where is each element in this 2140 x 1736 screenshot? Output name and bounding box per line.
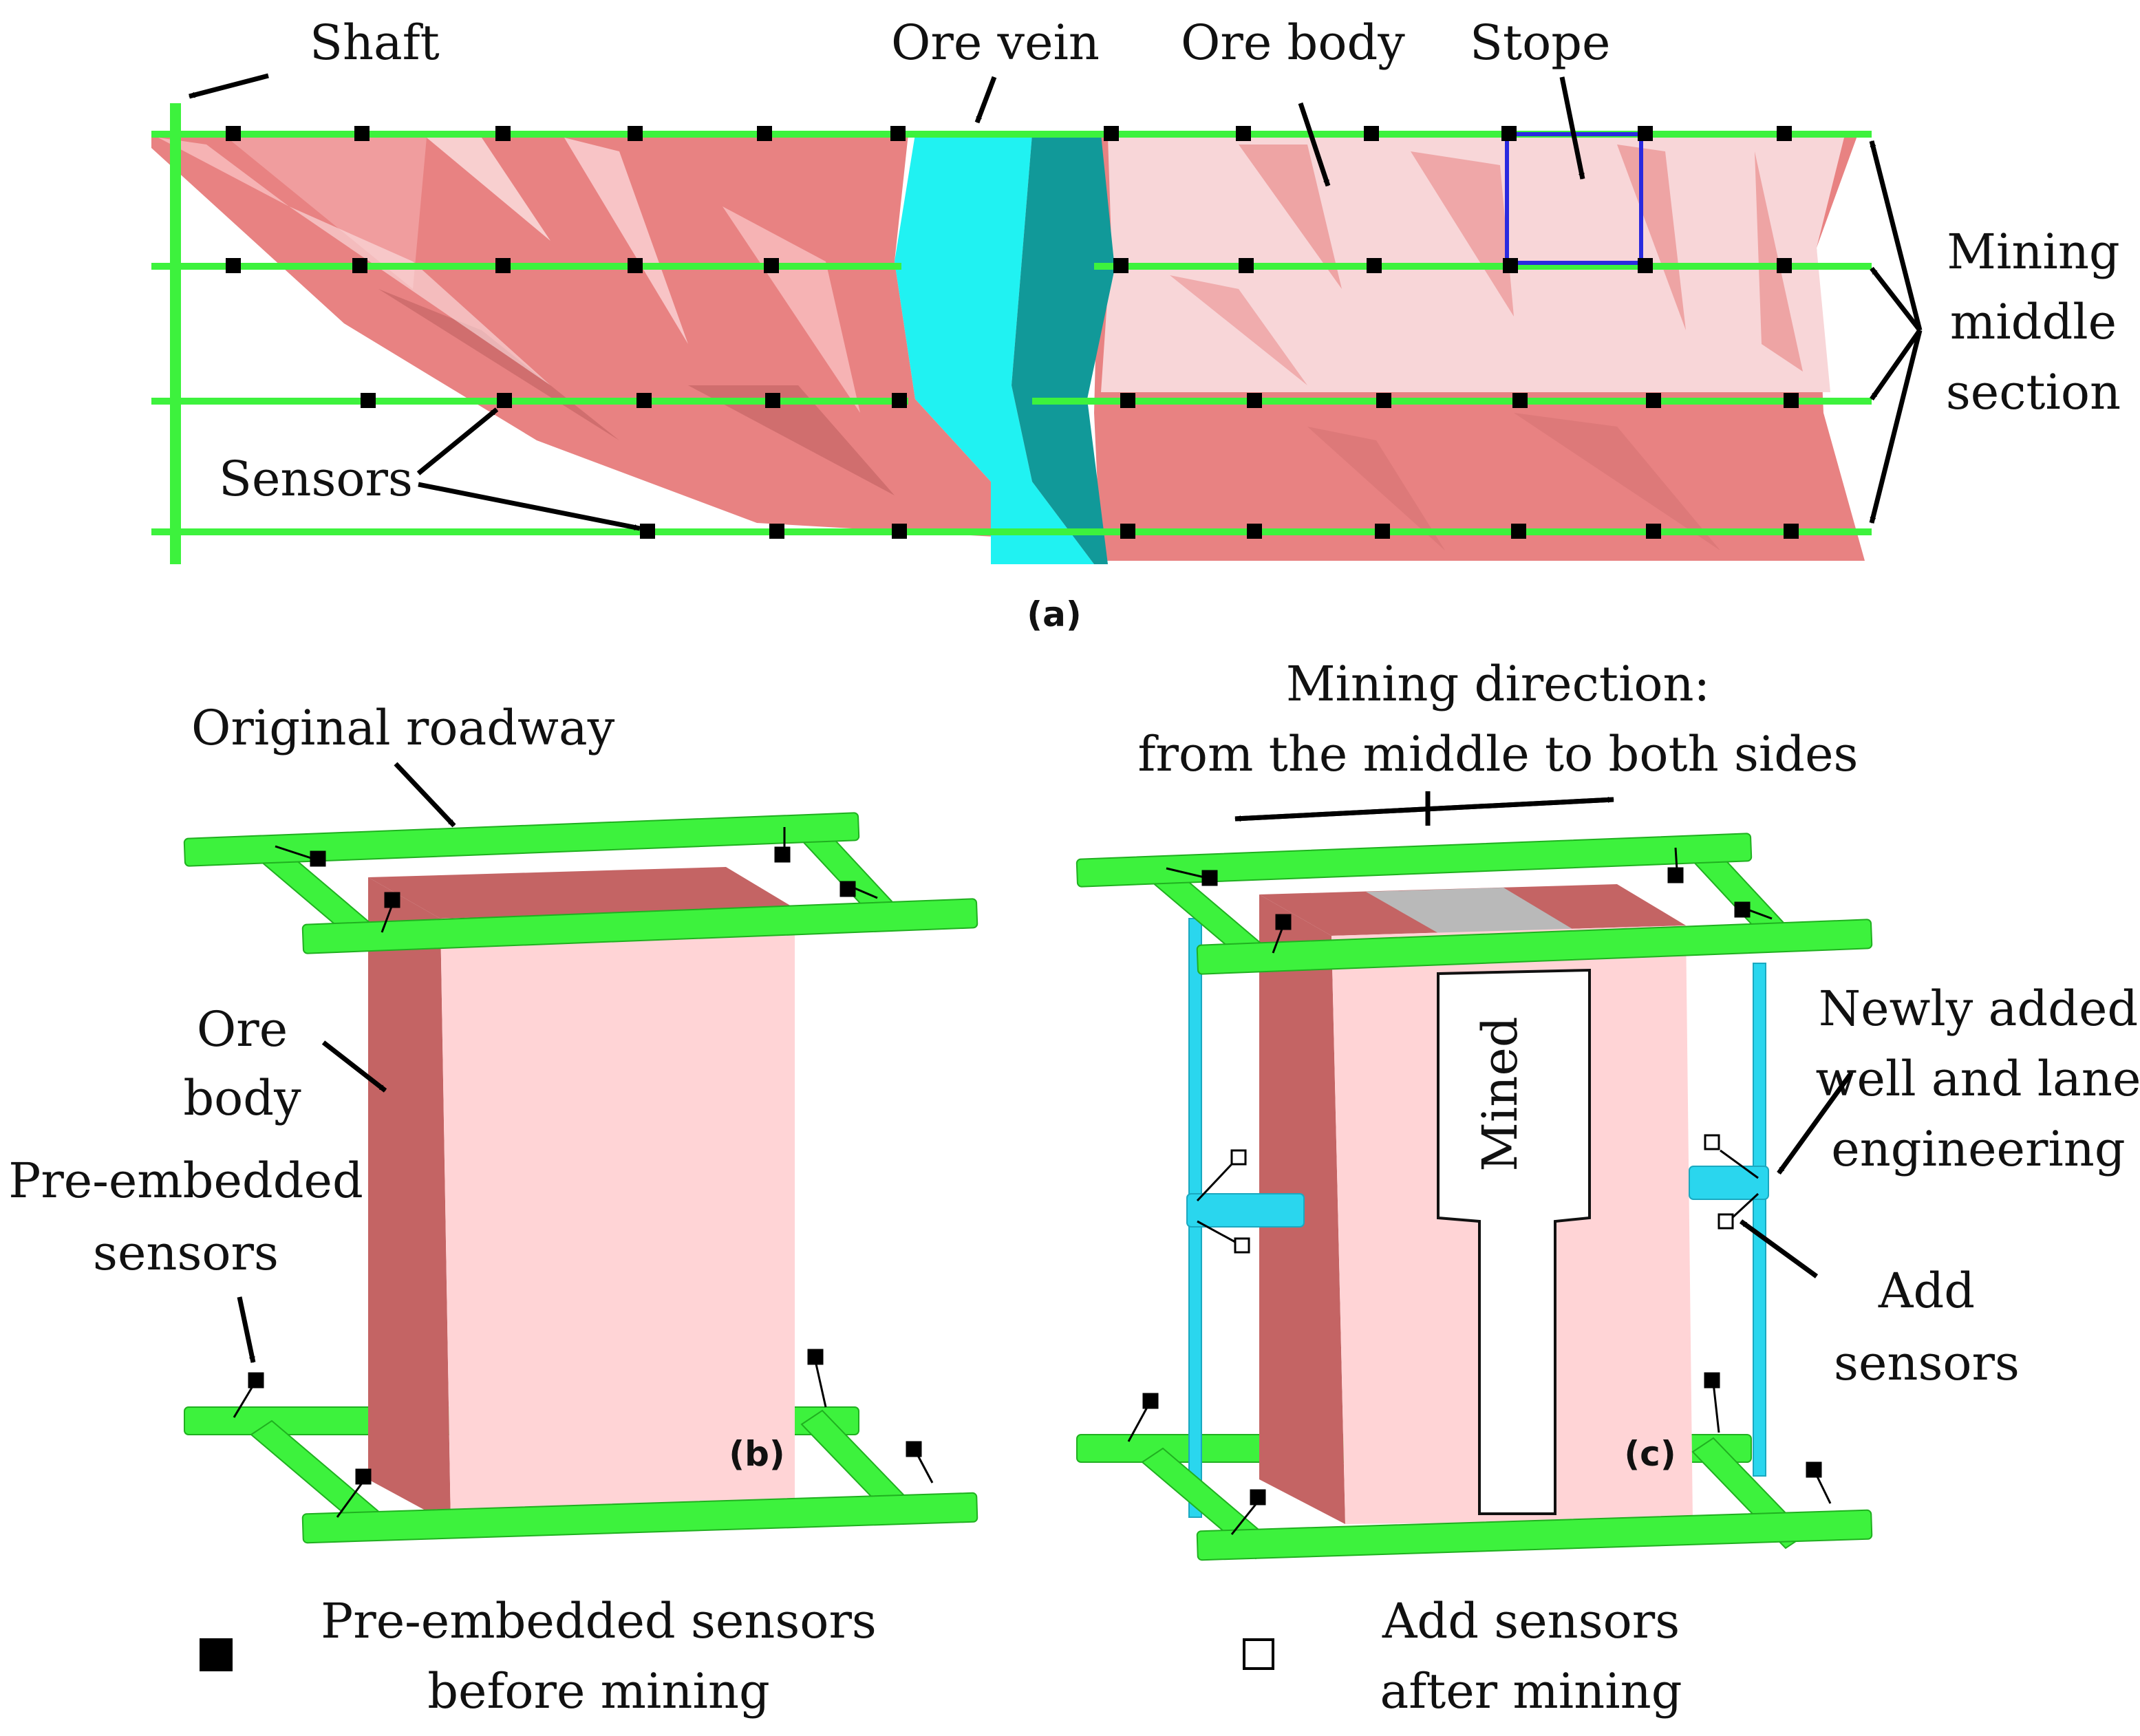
ore-streak [688,385,895,495]
roadway-level-1 [151,131,1872,138]
ore-vein-dark [1012,134,1115,564]
new-lane-left [1186,1193,1305,1228]
ore-vein-label: Ore vein [891,14,1100,71]
ore-vein [895,134,1094,564]
roadway-c-top-back [1076,833,1753,888]
shaft-label: Shaft [310,14,440,71]
legend-pre-embedded-2: before mining [427,1663,770,1719]
ore-streak [1411,151,1514,317]
ore-streak [723,206,860,413]
panel-c-label: (c) [1624,1434,1676,1474]
roadway-level-2 [151,263,901,270]
newly-added-label-3: engineering [1831,1121,2125,1177]
panel-c-arrows [1234,791,1853,1278]
ore-streak [1170,275,1307,385]
ore-body-label-b-1: Ore [197,1001,288,1058]
ore-streak [1307,427,1445,550]
sensors-level-3 [361,393,1799,408]
sensors-level-4 [640,524,1799,539]
ore-body-label: Ore body [1181,14,1405,71]
pre-embedded-label-2: sensors [93,1225,279,1281]
newly-added-label-2: well and lane [1816,1051,2140,1107]
roadway-bottom-front [301,1492,978,1544]
roadway-top-front [301,898,978,954]
sensors-panel-c [1127,847,1832,1535]
mined-label: Mined [1472,1016,1528,1171]
legend-pre-embedded-1: Pre-embedded sensors [321,1593,877,1649]
roadway-level-3-east [1032,398,1872,405]
panel-a-label: (a) [1027,594,1081,634]
roadway-top-back [183,812,860,867]
roadway-c-top-front [1196,919,1873,975]
panel-b-label: (b) [729,1434,785,1474]
ore-block-top [368,867,795,919]
roadway-c-bottom-front [1196,1509,1873,1561]
pre-embedded-label-1: Pre-embedded [8,1153,363,1209]
sensors-label: Sensors [219,451,413,507]
roadway-level-3 [151,398,908,405]
roadway-level-4 [151,528,1872,535]
new-shaft-right [1753,963,1766,1477]
stope-label: Stope [1470,14,1610,71]
legend-add-after-1: Add sensors [1382,1593,1680,1649]
sensors-level-1 [226,126,1792,141]
ore-streak [1617,144,1686,330]
panel-a: Shaft Ore vein Ore body Stope Sensors Mi… [151,14,2121,634]
panel-a-arrows [189,73,1923,531]
ore-block-front [440,908,795,1524]
newly-added-label-1: Newly added [1819,980,2138,1037]
new-lane-right [1689,1166,1769,1200]
ore-streak [1514,413,1720,550]
ore-streak [564,138,688,344]
mining-direction-label-1: Mining direction: [1286,656,1710,712]
legend-hollow-square [1243,1638,1274,1670]
ore-block-c-top-mined [1366,888,1572,933]
legend: Pre-embedded sensors before mining Add s… [200,1593,1682,1719]
mining-direction-label-2: from the middle to both sides [1138,726,1859,782]
roadway-level-2-east [1094,263,1872,270]
mining-middle-section-label-3: section [1946,364,2121,420]
add-sensors-label-2: sensors [1834,1335,2020,1391]
mining-middle-section-label-1: Mining [1947,224,2119,280]
panel-c: Mined [1076,656,2140,1561]
ore-streak [289,206,550,385]
ore-streak [427,138,550,241]
legend-filled-square [200,1638,233,1671]
ore-block-side [368,877,451,1524]
shaft [170,103,181,564]
panel-b: Original roadway Ore body Pre-embedded s… [8,700,978,1544]
panel-b-arrows [237,762,456,1363]
sensors-level-2 [226,258,1792,273]
added-sensors-panel-c [1196,1134,1759,1254]
sensors-panel-b [233,827,934,1518]
mining-middle-section-label-2: middle [1950,294,2117,350]
mining-direction-arrow-left [1234,797,1614,822]
add-sensors-label-1: Add [1878,1263,1975,1319]
ore-streak [158,138,289,206]
mined-cavity [1437,968,1591,1515]
ore-streak [1239,144,1342,289]
original-roadway-label: Original roadway [191,700,615,756]
ore-body-label-b-2: body [183,1070,301,1126]
legend-add-after-2: after mining [1380,1663,1682,1719]
